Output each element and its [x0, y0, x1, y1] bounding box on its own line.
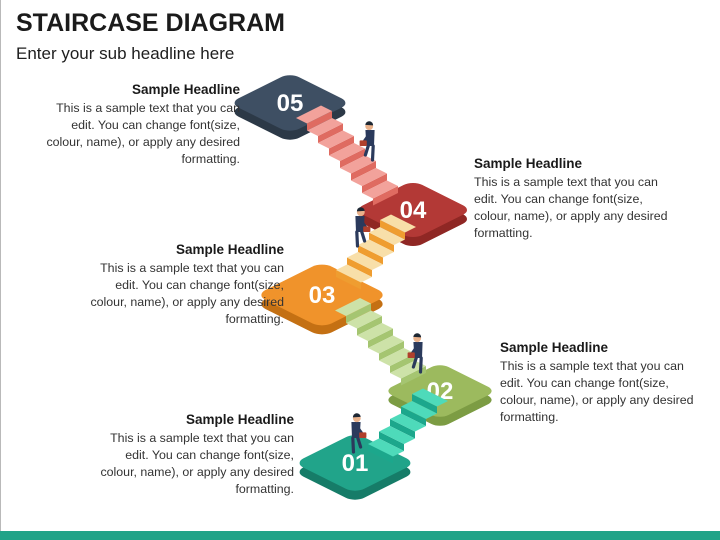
step-05-textblock: Sample Headline This is a sample text th…	[40, 82, 240, 168]
staircase-04-05	[296, 105, 398, 206]
step-04-textblock: Sample Headline This is a sample text th…	[474, 156, 674, 242]
staircase-01-02	[368, 388, 448, 464]
slide-subtitle: Enter your sub headline here	[16, 44, 235, 63]
staircases-layer	[296, 105, 448, 464]
step-03-headline: Sample Headline	[175, 242, 284, 257]
step-02-textblock: Sample Headline This is a sample text th…	[500, 340, 700, 426]
step-04-headline: Sample Headline	[474, 156, 583, 171]
platform-01-number: 01	[342, 450, 369, 477]
step-02-body: This is a sample text that you can edit.…	[500, 359, 694, 424]
slide-title: STAIRCASE DIAGRAM	[16, 9, 285, 37]
step-03-body: This is a sample text that you can edit.…	[90, 261, 284, 326]
platform-05-number: 05	[277, 90, 304, 117]
bottom-accent-bar	[0, 531, 720, 540]
step-01-textblock: Sample Headline This is a sample text th…	[94, 412, 294, 498]
platform-03-number: 03	[309, 282, 336, 309]
step-01-headline: Sample Headline	[185, 412, 294, 427]
step-05-body: This is a sample text that you can edit.…	[46, 101, 240, 166]
slide-left-edge	[0, 0, 1, 540]
step-04-body: This is a sample text that you can edit.…	[474, 175, 668, 240]
step-05-headline: Sample Headline	[131, 82, 240, 97]
step-03-textblock: Sample Headline This is a sample text th…	[84, 242, 284, 328]
step-02-headline: Sample Headline	[500, 340, 609, 355]
staircase-03-04	[336, 214, 416, 290]
platform-04-number: 04	[400, 197, 427, 224]
staircase-02-03	[335, 298, 426, 386]
step-01-body: This is a sample text that you can edit.…	[100, 431, 294, 496]
